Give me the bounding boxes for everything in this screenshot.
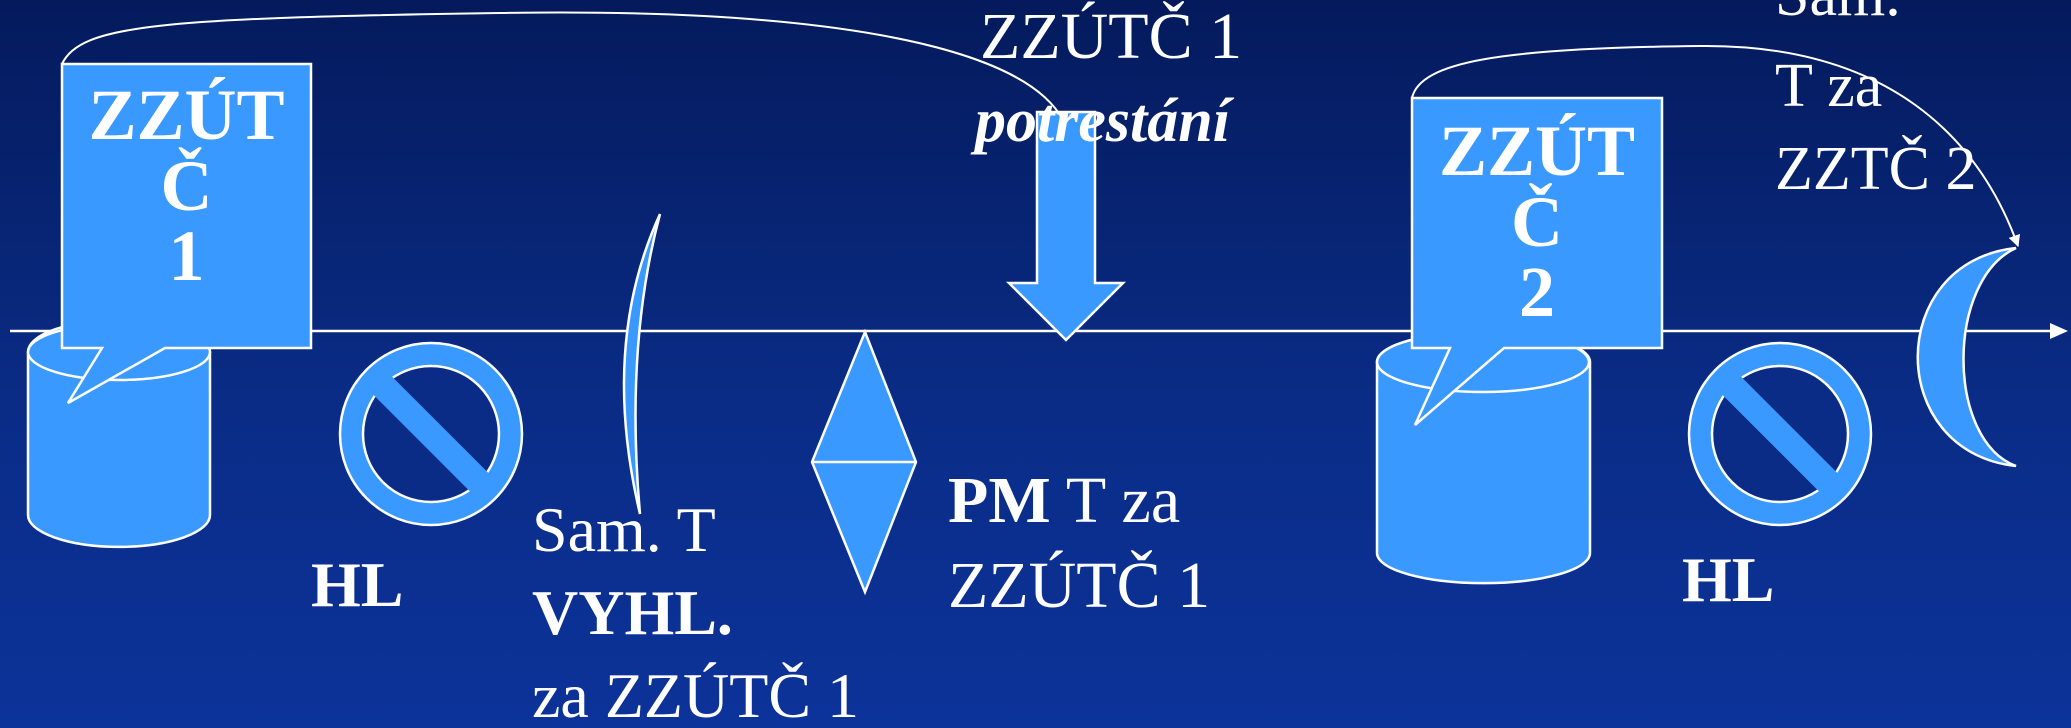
zztc2-label: ZZTČ 2 <box>1775 135 1977 203</box>
callout-1-text: ZZÚT Č 1 <box>62 75 311 297</box>
punishment-line-2: potrestání <box>975 87 1230 155</box>
diamond-shape <box>810 328 918 596</box>
callout-1-shape <box>60 62 313 405</box>
pm-label-line-2: ZZÚTČ 1 <box>948 549 1211 622</box>
connector-curve-2 <box>1411 44 2020 248</box>
pm-bold: PM <box>948 464 1051 537</box>
prohibition-icon-2 <box>1687 341 1873 527</box>
callout-2-shape <box>1410 96 1664 426</box>
down-arrow-shape <box>1005 110 1127 342</box>
callout-2-line-1: ZZÚT <box>1438 111 1636 191</box>
t-za-label: T za <box>1775 52 1883 120</box>
callout-1-line-3: 1 <box>168 216 205 297</box>
punishment-line-1: ZZÚTČ 1 <box>980 0 1243 73</box>
pm-rest: T za <box>1050 464 1181 537</box>
za-zzutc-label: za ZZÚTČ 1 <box>532 660 859 728</box>
hl-label-2: HL <box>1682 544 1775 615</box>
sam-t-label: Sam. T <box>532 494 716 565</box>
cylinder-2 <box>1375 330 1592 585</box>
callout-2-line-3: 2 <box>1519 252 1555 333</box>
sam-top-label: Sam. <box>1775 0 1901 26</box>
crescent-moon-shape <box>1916 246 2017 468</box>
timeline-arrowhead <box>2050 323 2068 339</box>
callout-2-line-2: Č <box>1511 181 1563 262</box>
prohibition-icon-1 <box>338 341 524 527</box>
callout-2-text: ZZÚT Č 2 <box>1412 111 1662 333</box>
hl-label-1: HL <box>311 549 404 620</box>
callout-1-line-2: Č <box>160 145 213 226</box>
pm-label-line-1: PM T za <box>948 468 1180 534</box>
crescent-bracket-shape <box>622 213 662 515</box>
vyhl-label: VYHL. <box>532 577 733 648</box>
connector-curve-1 <box>61 11 1064 121</box>
callout-1-line-1: ZZÚT <box>88 75 285 155</box>
